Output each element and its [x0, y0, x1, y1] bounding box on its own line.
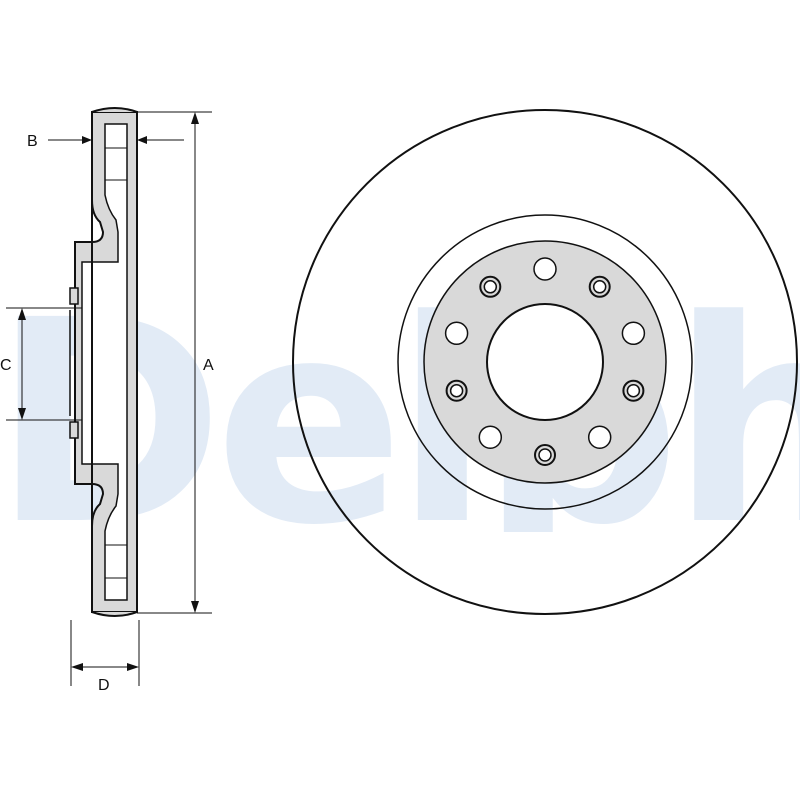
- dimension-d: D: [70, 620, 140, 694]
- bolt-hole: [587, 425, 612, 449]
- label-d: D: [98, 677, 110, 694]
- bolt-holes: [444, 257, 646, 466]
- disc-front-view: [292, 109, 798, 615]
- dimension-b: B: [27, 133, 184, 150]
- stud-hole-inner: [538, 448, 552, 462]
- hat-outer-circle: [397, 214, 693, 510]
- disc-outer-rim: [292, 109, 798, 615]
- bolt-hole: [621, 321, 646, 346]
- disc-vent-cavity: [81, 123, 128, 601]
- stud-detail-bottom: [69, 421, 79, 439]
- stud-hole-inner: [483, 280, 498, 294]
- stud-hole-inner: [592, 280, 607, 294]
- label-c: C: [0, 357, 12, 374]
- bolt-hole: [444, 321, 469, 346]
- disc-side-profile: [69, 107, 138, 617]
- label-a: A: [203, 357, 214, 374]
- stud-hole-inner: [626, 383, 641, 398]
- label-b: B: [27, 133, 38, 150]
- dimension-c: C: [0, 307, 82, 421]
- dimension-a: A: [137, 111, 214, 614]
- bolt-hole: [533, 257, 557, 281]
- bolt-hole: [478, 425, 503, 449]
- stud-detail-top: [69, 287, 79, 305]
- stud-hole-inner: [449, 383, 464, 398]
- center-bore: [486, 303, 604, 421]
